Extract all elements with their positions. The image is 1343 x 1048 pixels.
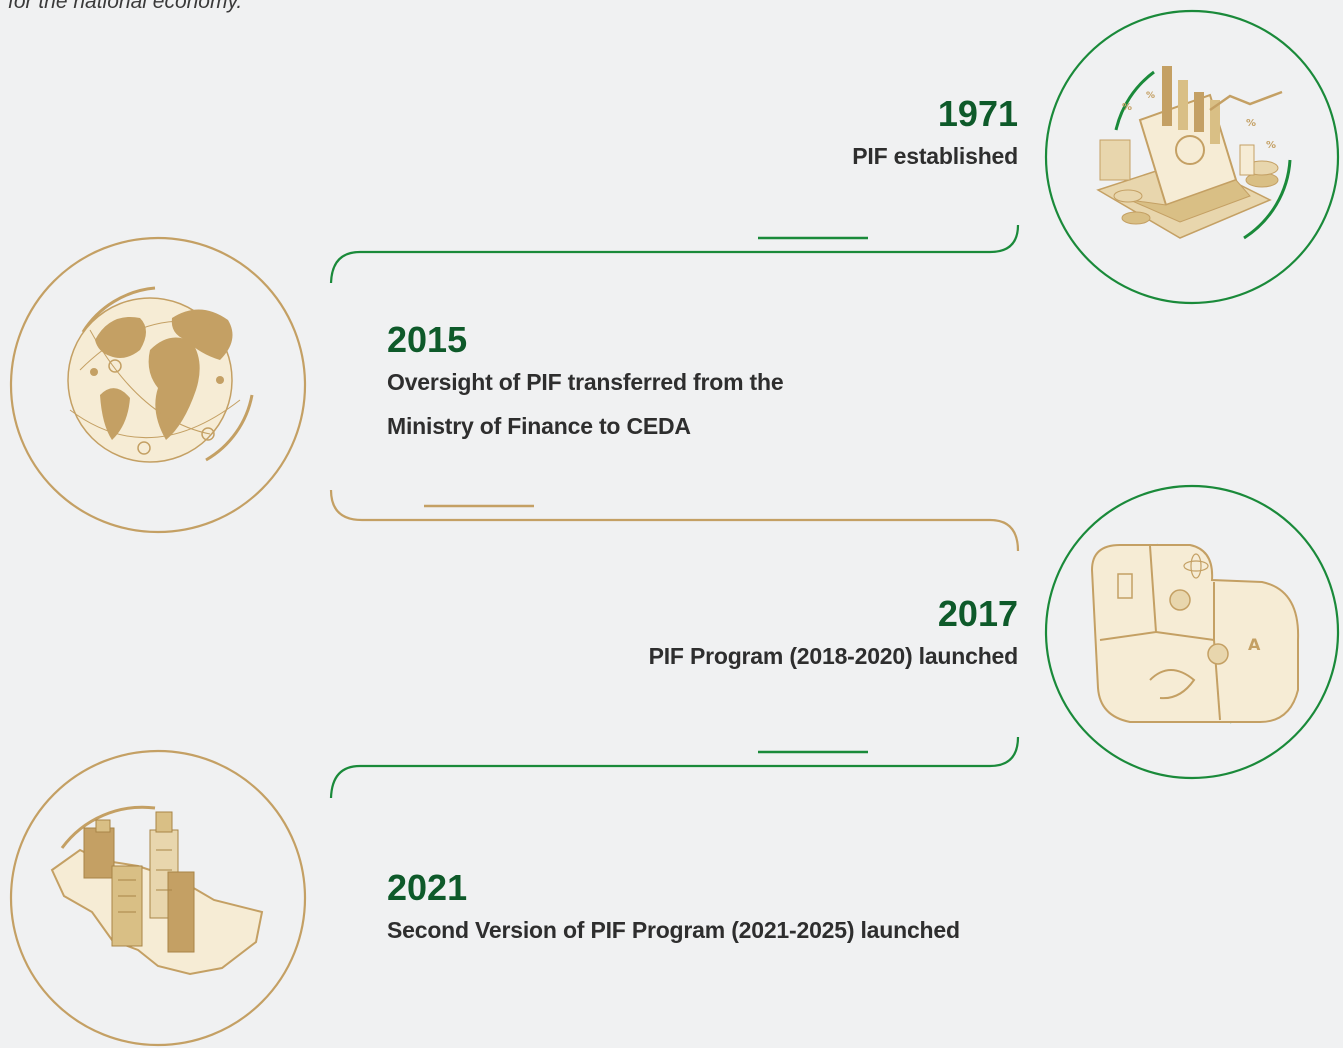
event-year: 2017 [937,593,1018,634]
event-description: PIF established [852,143,1018,169]
timeline-event-2017: 2017 PIF Program (2018-2020) launched [648,593,1019,678]
timeline-connector-3 [329,736,1020,799]
svg-text:%: % [1122,102,1132,113]
timeline-event-2021: 2021 Second Version of PIF Program (2021… [387,868,967,952]
svg-text:A: A [1248,635,1261,654]
timeline-event-1971: 1971 PIF established [852,94,1018,178]
saudi-map-buildings-illustration [9,749,307,1047]
event-description: PIF Program (2018-2020) launched [648,643,1019,669]
puzzle-pieces-illustration: A [1044,484,1340,780]
svg-text:%: % [1146,91,1155,101]
laptop-finance-illustration: % % % % [1044,9,1340,305]
event-year: 1971 [937,93,1018,134]
timeline-event-2015: 2015 Oversight of PIF transferred from t… [387,320,867,448]
svg-text:%: % [1246,118,1256,129]
globe-network-illustration [9,236,307,534]
svg-text:%: % [1266,140,1276,151]
event-description: Second Version of PIF Program (2021-2025… [387,917,960,943]
event-year: 2015 [387,319,468,360]
event-year: 2021 [387,867,468,908]
timeline-connector-1 [329,224,1020,284]
timeline-connector-2 [329,489,1020,552]
event-description: Oversight of PIF transferred from the Mi… [387,369,784,439]
intro-text: for the national economy. [8,0,243,13]
